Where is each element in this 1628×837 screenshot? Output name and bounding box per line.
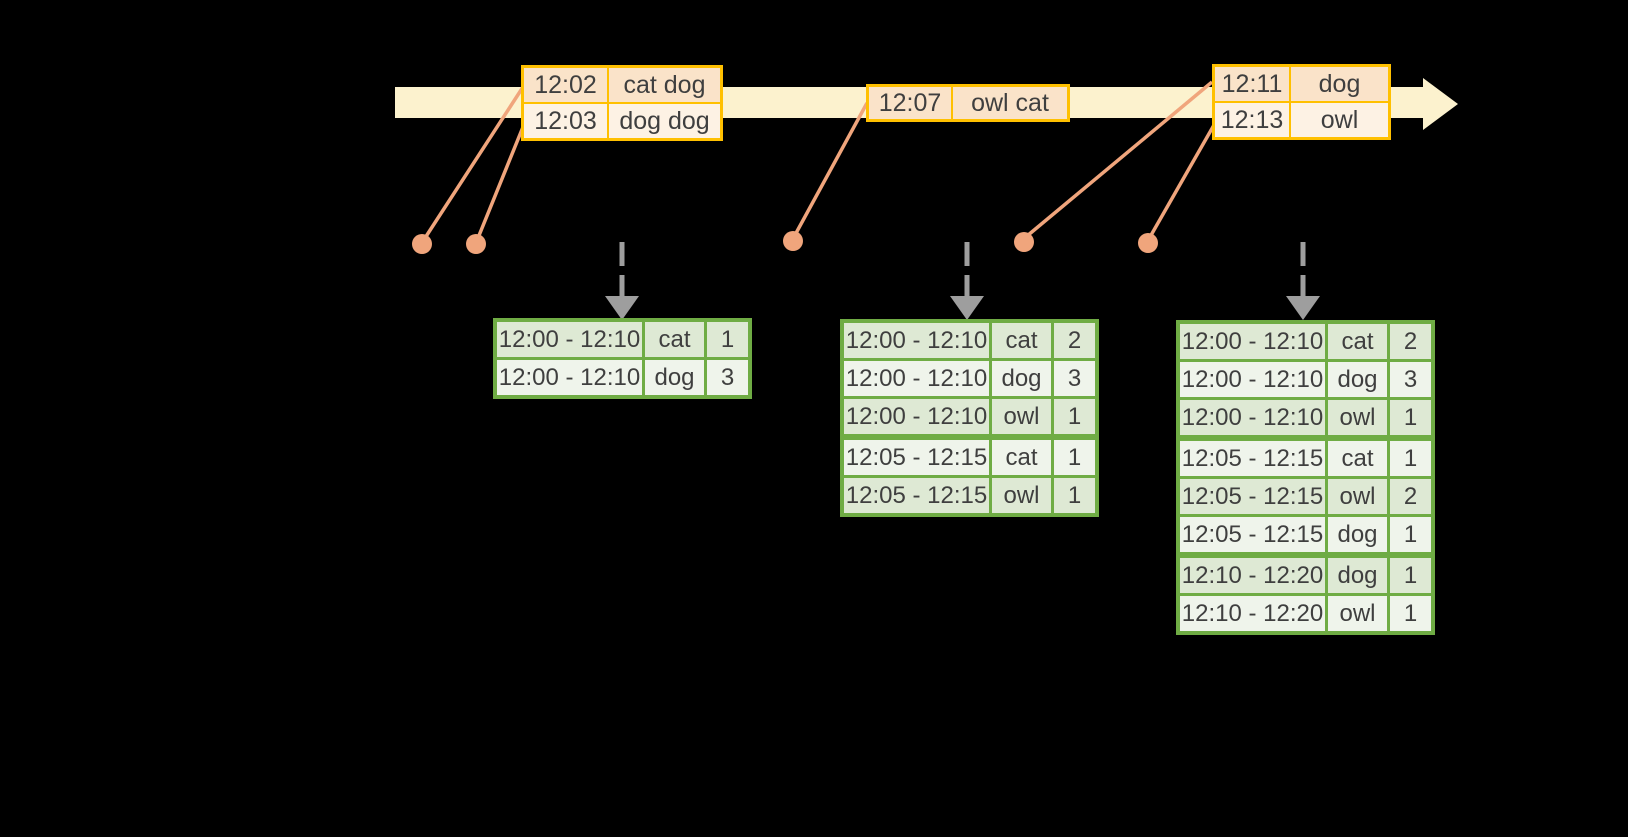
event-connector-line (423, 86, 525, 239)
count-cell: 2 (1390, 479, 1431, 514)
result-row: 12:00 - 12:10 cat 2 (1180, 324, 1431, 359)
window-cell: 12:05 - 12:15 (844, 478, 989, 513)
word-cell: cat (1328, 441, 1387, 476)
word-cell: cat (992, 323, 1051, 358)
count-cell: 1 (1390, 558, 1431, 593)
count-cell: 3 (1390, 362, 1431, 397)
window-cell: 12:10 - 12:20 (1180, 558, 1325, 593)
result-row: 12:00 - 12:10 dog 3 (1180, 362, 1431, 397)
event-row: 12:02 cat dog (524, 68, 720, 102)
count-cell: 1 (1390, 517, 1431, 552)
word-cell: owl (992, 478, 1051, 513)
result-row: 12:00 - 12:10 owl 1 (844, 399, 1095, 434)
result-table-3: 12:00 - 12:10 cat 2 12:00 - 12:10 dog 3 … (1176, 320, 1435, 635)
event-words-cell: owl cat (953, 87, 1067, 119)
count-cell: 1 (1390, 441, 1431, 476)
result-row: 12:05 - 12:15 dog 1 (1180, 517, 1431, 552)
count-cell: 1 (1390, 596, 1431, 631)
event-words-cell: owl (1291, 103, 1388, 137)
word-cell: owl (1328, 596, 1387, 631)
result-row: 12:00 - 12:10 dog 3 (497, 360, 748, 395)
word-cell: owl (992, 399, 1051, 434)
event-time-cell: 12:11 (1215, 67, 1289, 101)
window-cell: 12:00 - 12:10 (844, 323, 989, 358)
result-row: 12:00 - 12:10 cat 2 (844, 323, 1095, 358)
event-dot (1014, 232, 1034, 252)
trigger-arrowhead-icon (1286, 296, 1320, 320)
word-cell: owl (1328, 400, 1387, 435)
result-row: 12:00 - 12:10 owl 1 (1180, 400, 1431, 435)
word-cell: dog (1328, 558, 1387, 593)
event-table-2: 12:07 owl cat (866, 84, 1070, 122)
event-table-1: 12:02 cat dog 12:03 dog dog (521, 65, 723, 141)
event-connector-line (793, 102, 869, 236)
event-row: 12:03 dog dog (524, 104, 720, 138)
result-row: 12:10 - 12:20 dog 1 (1180, 558, 1431, 593)
window-cell: 12:05 - 12:15 (1180, 517, 1325, 552)
count-cell: 1 (1054, 478, 1095, 513)
word-cell: dog (992, 361, 1051, 396)
event-time-cell: 12:02 (524, 68, 607, 102)
result-row: 12:05 - 12:15 owl 1 (844, 478, 1095, 513)
window-cell: 12:00 - 12:10 (1180, 324, 1325, 359)
event-table-3: 12:11 dog 12:13 owl (1212, 64, 1391, 140)
event-time-cell: 12:13 (1215, 103, 1289, 137)
event-row: 12:07 owl cat (869, 87, 1067, 119)
result-row: 12:05 - 12:15 cat 1 (844, 440, 1095, 475)
event-time-cell: 12:07 (869, 87, 951, 119)
event-time-cell: 12:03 (524, 104, 607, 138)
count-cell: 2 (1390, 324, 1431, 359)
window-cell: 12:00 - 12:10 (497, 322, 642, 357)
event-dot (466, 234, 486, 254)
result-row: 12:00 - 12:10 dog 3 (844, 361, 1095, 396)
count-cell: 2 (1054, 323, 1095, 358)
window-cell: 12:10 - 12:20 (1180, 596, 1325, 631)
event-words-cell: dog dog (609, 104, 720, 138)
count-cell: 1 (707, 322, 748, 357)
event-dot (783, 231, 803, 251)
count-cell: 1 (1390, 400, 1431, 435)
event-connector-line (1148, 124, 1216, 238)
word-cell: cat (1328, 324, 1387, 359)
count-cell: 3 (707, 360, 748, 395)
trigger-arrowhead-icon (605, 296, 639, 320)
count-cell: 1 (1054, 399, 1095, 434)
timeline-arrowhead-icon (1423, 78, 1458, 130)
result-row: 12:05 - 12:15 cat 1 (1180, 441, 1431, 476)
window-cell: 12:00 - 12:10 (1180, 362, 1325, 397)
event-connector-line (476, 126, 525, 239)
result-row: 12:10 - 12:20 owl 1 (1180, 596, 1431, 631)
word-cell: owl (1328, 479, 1387, 514)
count-cell: 3 (1054, 361, 1095, 396)
window-cell: 12:00 - 12:10 (844, 361, 989, 396)
window-cell: 12:05 - 12:15 (1180, 441, 1325, 476)
word-cell: cat (992, 440, 1051, 475)
word-cell: dog (1328, 517, 1387, 552)
count-cell: 1 (1054, 440, 1095, 475)
event-dot (1138, 233, 1158, 253)
event-connector-line (1025, 80, 1214, 238)
result-row: 12:00 - 12:10 cat 1 (497, 322, 748, 357)
window-cell: 12:05 - 12:15 (1180, 479, 1325, 514)
window-cell: 12:05 - 12:15 (844, 440, 989, 475)
event-dot (412, 234, 432, 254)
window-cell: 12:00 - 12:10 (844, 399, 989, 434)
event-row: 12:13 owl (1215, 103, 1388, 137)
word-cell: cat (645, 322, 704, 357)
result-table-1: 12:00 - 12:10 cat 1 12:00 - 12:10 dog 3 (493, 318, 752, 399)
event-words-cell: dog (1291, 67, 1388, 101)
window-cell: 12:00 - 12:10 (497, 360, 642, 395)
trigger-arrowhead-icon (950, 296, 984, 320)
window-cell: 12:00 - 12:10 (1180, 400, 1325, 435)
word-cell: dog (1328, 362, 1387, 397)
result-row: 12:05 - 12:15 owl 2 (1180, 479, 1431, 514)
result-table-2: 12:00 - 12:10 cat 2 12:00 - 12:10 dog 3 … (840, 319, 1099, 517)
event-words-cell: cat dog (609, 68, 720, 102)
word-cell: dog (645, 360, 704, 395)
event-row: 12:11 dog (1215, 67, 1388, 101)
